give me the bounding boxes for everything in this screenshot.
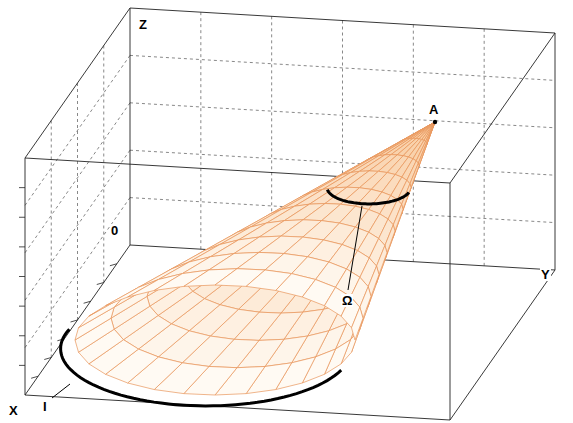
point-label: A (428, 103, 439, 116)
origin-label: 0 (110, 224, 119, 237)
cone-face (385, 225, 395, 253)
grid-line (25, 103, 130, 253)
axis-tick (19, 306, 25, 307)
cone-face (106, 279, 159, 305)
leader-line (52, 384, 70, 398)
box-edge (450, 33, 555, 183)
axis-tick (19, 217, 25, 218)
cone-mesh (75, 122, 435, 395)
grid-lines (25, 12, 555, 357)
cone-face (351, 307, 363, 340)
grid-line (130, 150, 555, 175)
axis-tick (19, 365, 25, 366)
axis-label: Y (540, 268, 551, 281)
box-edge (130, 8, 555, 33)
box-edges (25, 8, 555, 420)
box-edge (450, 183, 451, 420)
axis-tick (84, 301, 91, 303)
box-edge (450, 270, 555, 420)
axis-label: Z (138, 18, 148, 31)
grid-line (25, 150, 130, 300)
box-edge (25, 8, 130, 158)
box-edge (555, 33, 556, 270)
box-edge (25, 395, 450, 420)
axis-label: X (8, 404, 19, 417)
curve-omega (327, 190, 409, 204)
grid-line (484, 29, 485, 266)
cone-face (393, 204, 403, 231)
axis-tick (97, 283, 104, 285)
cone-face (75, 307, 114, 340)
grid-line (200, 12, 201, 249)
cone-face (377, 245, 387, 274)
axis-tick (19, 276, 25, 277)
curve-label: I (42, 400, 48, 413)
axis-tick (19, 246, 25, 247)
axis-tick (44, 358, 51, 360)
leader-lines (52, 206, 362, 398)
axis-tick (71, 320, 78, 322)
axis-tick (110, 264, 117, 266)
grid-line (25, 55, 130, 205)
grid-line (77, 83, 78, 320)
cone-face (410, 163, 419, 187)
grid-line (103, 46, 104, 283)
axis-tick (19, 187, 25, 188)
box-edge (130, 8, 131, 245)
curve-label: Ω (341, 294, 353, 307)
axis-tick (31, 376, 38, 378)
apex-dot (433, 120, 437, 124)
curve-i (61, 329, 342, 406)
cone-face (427, 122, 435, 144)
leader-line (348, 206, 362, 290)
axis-tick (19, 335, 25, 336)
bold-curves (61, 190, 409, 406)
cone-face (418, 143, 427, 166)
grid-line (130, 55, 555, 80)
grid-line (51, 121, 52, 358)
